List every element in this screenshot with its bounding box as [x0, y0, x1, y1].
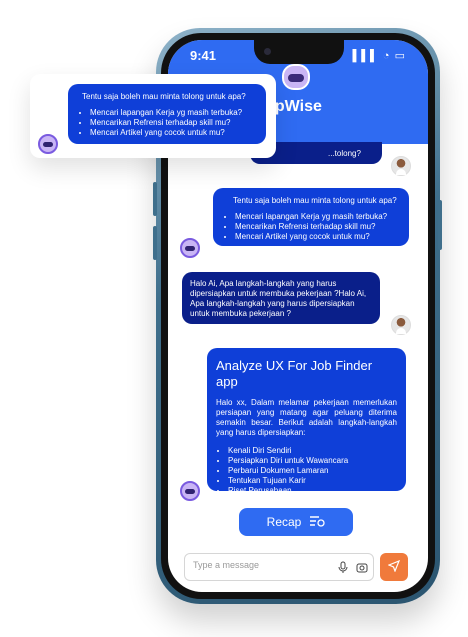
phone-side-button — [153, 182, 157, 216]
message-input[interactable] — [193, 560, 323, 570]
option-item: Mencari Artikel yang cocok untuk mu? — [235, 232, 399, 242]
message-text: Halo Ai, Apa langkah-langkah yang harus … — [190, 279, 367, 318]
option-item: Mencarikan Refrensi terhadap skill mu? — [235, 222, 399, 232]
chat-bubble-user: ...tolong? — [250, 142, 382, 164]
analysis-step: Riset Perusahaan — [228, 486, 397, 496]
analysis-title: Analyze UX For Job Finder app — [216, 358, 373, 389]
send-button[interactable] — [380, 553, 408, 581]
message-input-box[interactable] — [184, 553, 374, 581]
recap-label: Recap — [266, 515, 302, 529]
chat-bubble-bot: Tentu saja boleh mau minta tolong untuk … — [68, 84, 266, 144]
option-list: Mencari lapangan Kerja yg masih terbuka?… — [78, 108, 256, 138]
option-item: Mencari lapangan Kerja yg masih terbuka? — [235, 212, 399, 222]
chat-bubble-bot-analysis: Analyze UX For Job Finder app Halo xx, D… — [207, 348, 406, 495]
mic-icon[interactable] — [337, 561, 349, 573]
bot-avatar — [180, 481, 200, 501]
option-item: Mencari Artikel yang cocok untuk mu? — [90, 128, 256, 138]
list-refresh-icon — [309, 515, 325, 530]
option-list: Mencari lapangan Kerja yg masih terbuka?… — [223, 212, 399, 242]
option-item: Mencari lapangan Kerja yg masih terbuka? — [90, 108, 256, 118]
user-avatar — [391, 315, 411, 335]
user-avatar — [391, 156, 411, 176]
camera-icon[interactable] — [356, 561, 368, 573]
bot-avatar — [180, 238, 200, 258]
analysis-steps: Kenali Diri Sendiri Persiapkan Diri untu… — [216, 446, 397, 496]
analysis-step: Persiapkan Diri untuk Wawancara — [228, 456, 397, 466]
analysis-body: Halo xx, Dalam melamar pekerjaan memerlu… — [216, 398, 397, 437]
message-intro: Tentu saja boleh mau minta tolong untuk … — [233, 196, 397, 205]
recap-button[interactable]: Recap — [239, 508, 353, 536]
send-icon — [387, 559, 401, 575]
bot-logo-icon — [282, 64, 310, 90]
message-text: ...tolong? — [328, 149, 361, 158]
chat-bubble-bot: Tentu saja boleh mau minta tolong untuk … — [213, 188, 409, 246]
chat-bubble-user: Halo Ai, Apa langkah-langkah yang harus … — [182, 272, 380, 324]
status-icons: ▌▌▌ ◔ ▭ — [352, 50, 406, 62]
analysis-step: Kenali Diri Sendiri — [228, 446, 397, 456]
option-item: Mencarikan Refrensi terhadap skill mu? — [90, 118, 256, 128]
phone-side-button — [153, 226, 157, 260]
floating-message-card: Tentu saja boleh mau minta tolong untuk … — [30, 74, 276, 158]
phone-side-button — [438, 200, 442, 250]
analysis-step: Tentukan Tujuan Karir — [228, 476, 397, 486]
analysis-step: Perbarui Dokumen Lamaran — [228, 466, 397, 476]
front-camera — [264, 48, 271, 55]
bot-avatar — [38, 134, 58, 154]
status-time: 9:41 — [190, 48, 217, 63]
message-intro: Tentu saja boleh mau minta tolong untuk … — [82, 92, 246, 101]
